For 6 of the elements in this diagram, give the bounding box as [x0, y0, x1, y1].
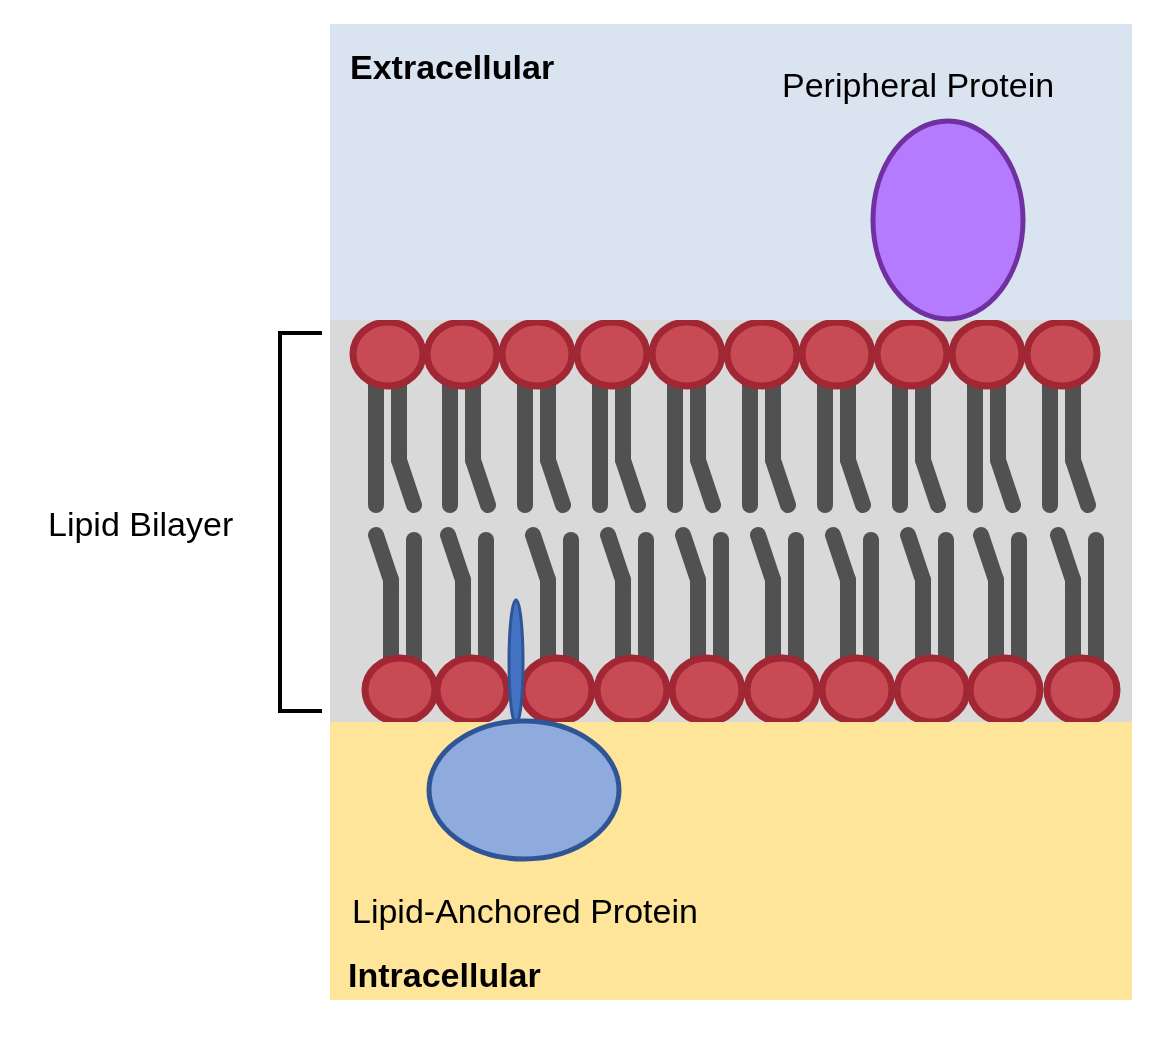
- bilayer-label: Lipid Bilayer: [48, 507, 234, 541]
- protein-label: Lipid-Anchored Protein: [352, 894, 698, 928]
- protein-label: Peripheral Protein: [782, 68, 1055, 102]
- extracellular-region: [330, 24, 1132, 320]
- region-label: Intracellular: [348, 958, 541, 992]
- region-label: Extracellular: [350, 50, 555, 84]
